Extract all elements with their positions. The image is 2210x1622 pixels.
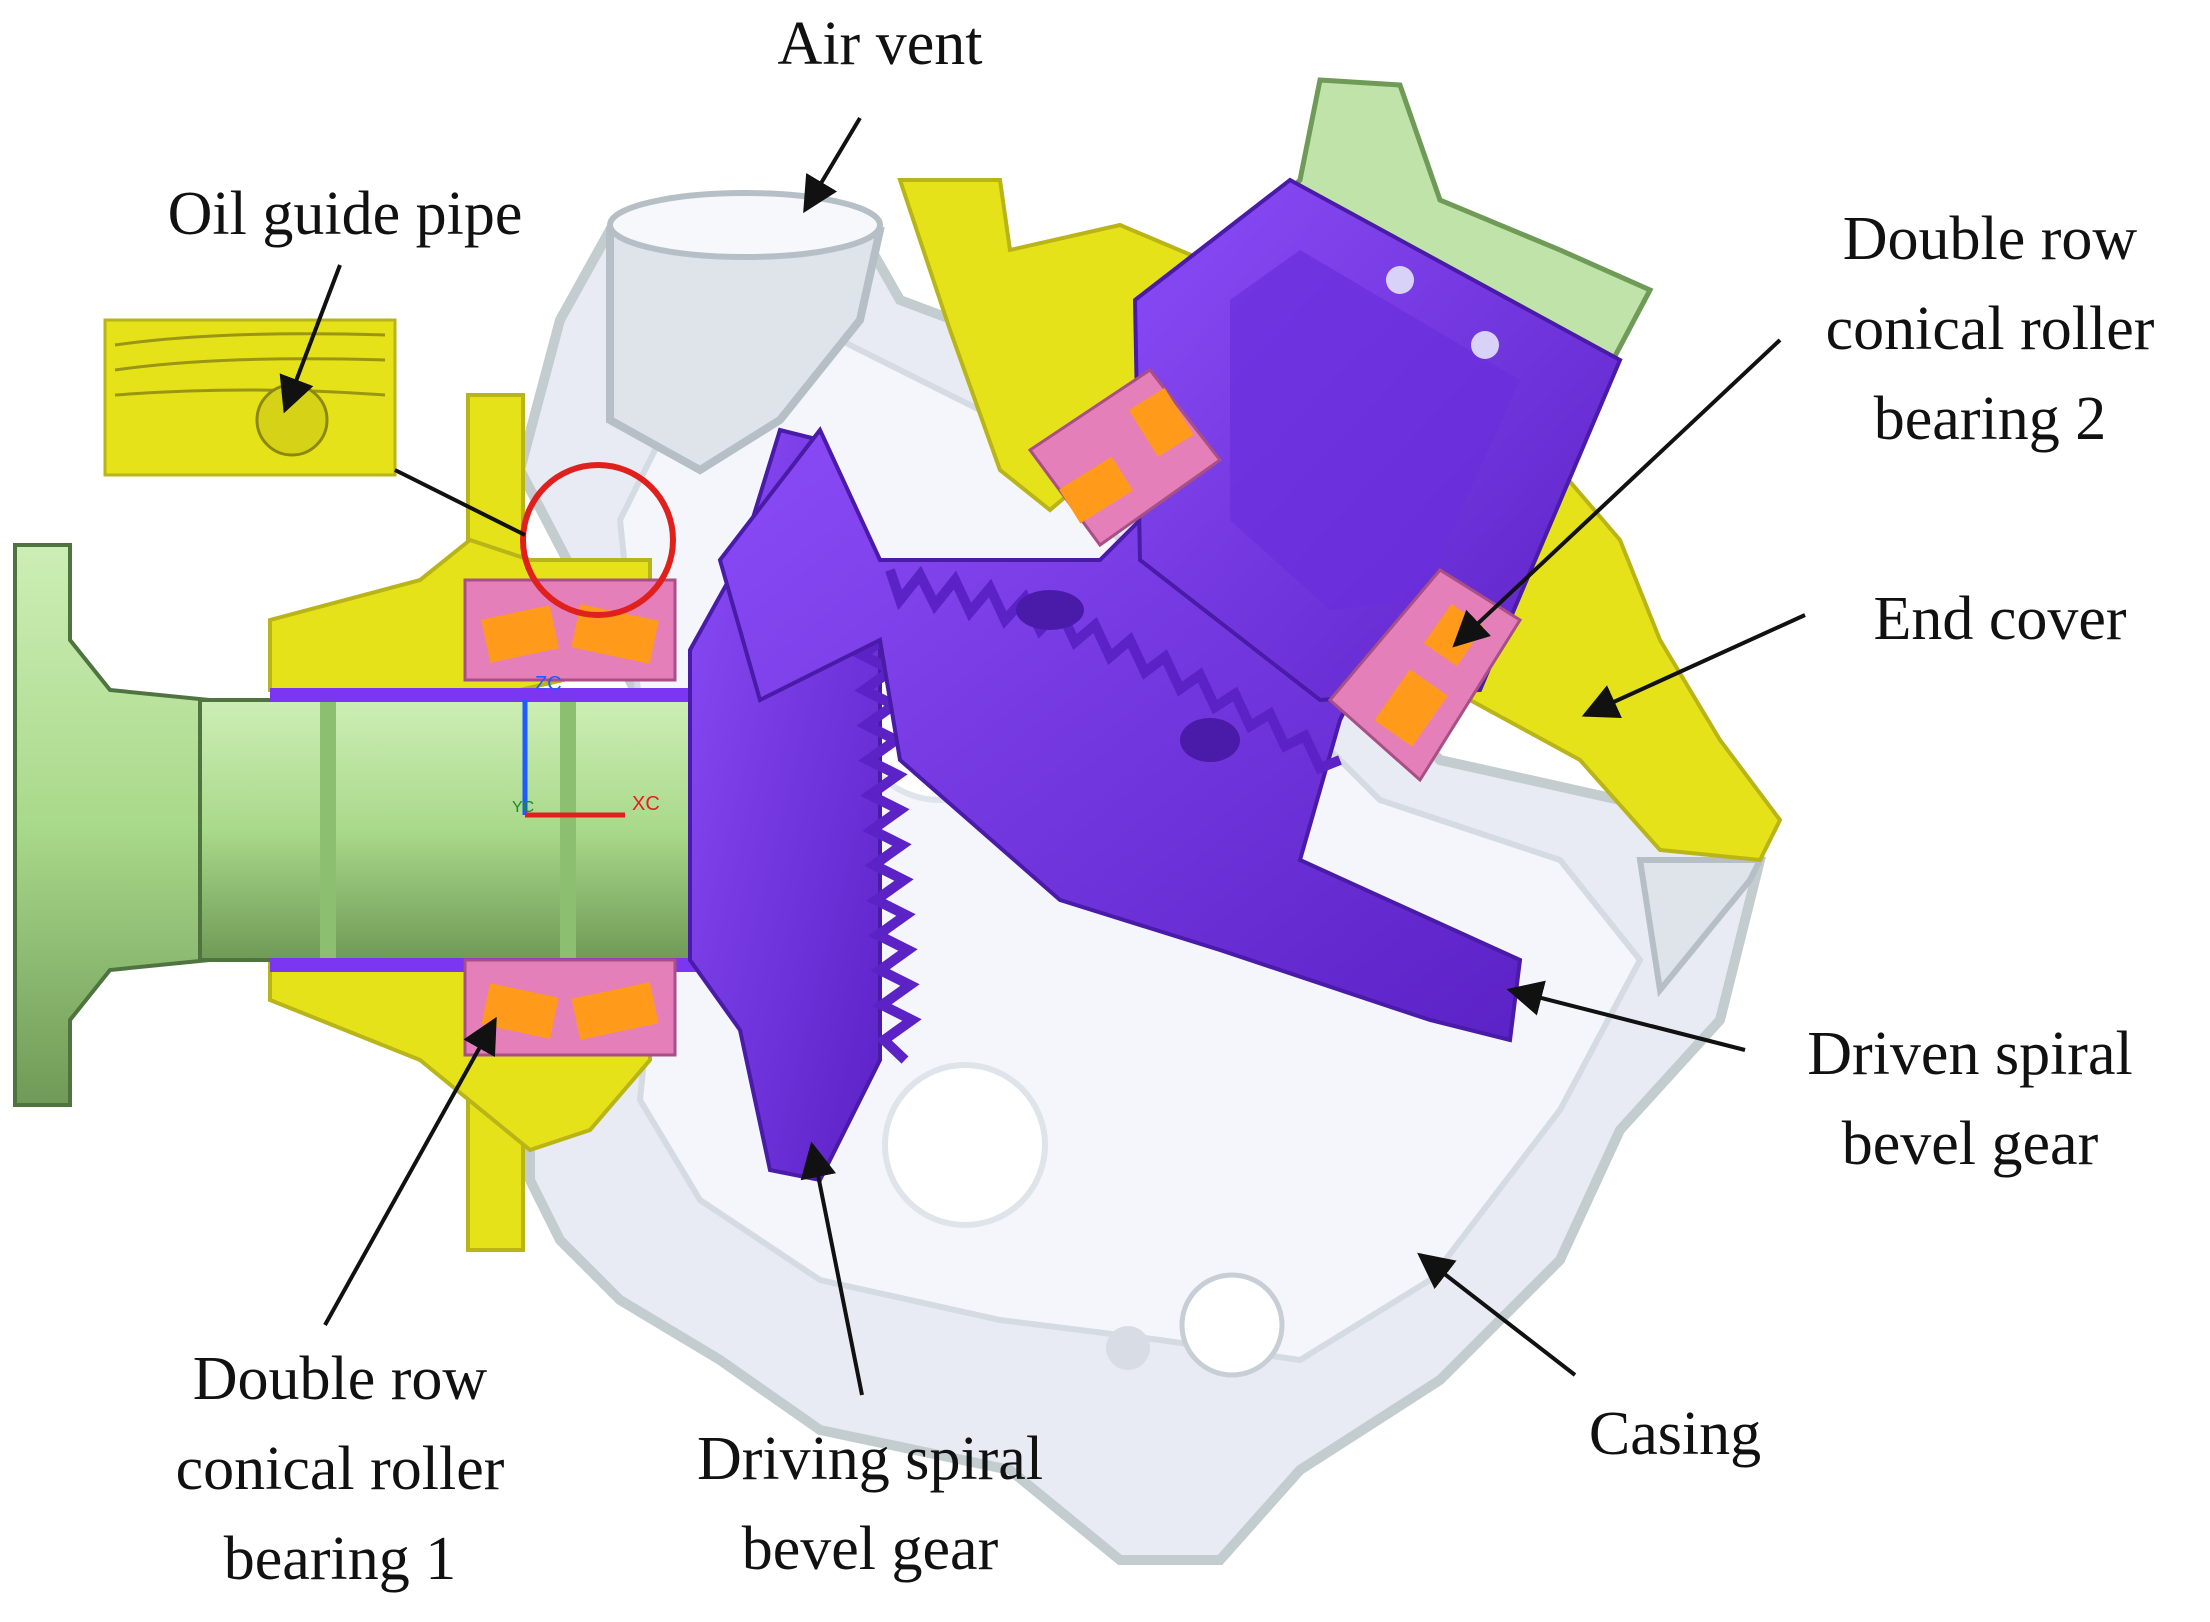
oil-guide-inset xyxy=(103,318,397,477)
casing-leader xyxy=(1417,1252,1577,1377)
bearing-2-upper-roller-b xyxy=(1128,387,1194,457)
driven-shaft-hole-1 xyxy=(1386,266,1414,294)
air-vent-leader xyxy=(803,116,862,214)
label-bearing-1-line2: conical roller xyxy=(175,1434,505,1503)
bearing-1-lower xyxy=(463,958,677,1057)
bearing-1-upper xyxy=(463,578,677,682)
label-bearing-2-line2: conical roller xyxy=(1825,294,2155,363)
yc-axis-label: YC xyxy=(512,799,534,816)
bearing-2-upper xyxy=(1027,367,1223,548)
casing-drain-hole xyxy=(1179,1272,1285,1378)
label-driving-gear-line2: bevel gear xyxy=(741,1514,999,1583)
label-casing-text: Casing xyxy=(1588,1400,1762,1468)
oil-guide-pipe-leader xyxy=(279,264,342,414)
driven-gear-shaft-bore xyxy=(1230,250,1520,610)
label-bearing-2-line1: Double row xyxy=(1842,205,2138,273)
label-driven-gear-line1: Driven spiral xyxy=(1807,1020,2133,1088)
label-driving-gear: Driving spiral bevel gear xyxy=(640,1415,1100,1595)
input-shaft-groove-2 xyxy=(560,700,576,960)
casing-hole-lower xyxy=(882,1062,1048,1228)
driven-spiral-bevel-gear xyxy=(717,177,1623,1043)
air-vent-opening xyxy=(607,190,883,260)
end-cover-leader xyxy=(1581,613,1806,718)
input-shaft-body xyxy=(198,698,702,962)
driven-gear-teeth xyxy=(885,565,1342,775)
label-end-cover: End cover xyxy=(1800,575,2200,665)
label-oil-guide-pipe: Oil guide pipe xyxy=(105,170,585,260)
label-bearing-2: Double row conical roller bearing 2 xyxy=(1770,195,2210,465)
bearing-2-leader xyxy=(1452,338,1782,648)
coordinate-triad: ZC XC YC xyxy=(512,673,660,818)
bearing-1-upper-roller-a xyxy=(481,605,559,663)
label-driving-gear-line1: Driving spiral xyxy=(696,1425,1044,1493)
bearing-2-upper-roller-a xyxy=(1059,456,1133,524)
label-casing: Casing xyxy=(1510,1390,1840,1480)
label-air-vent: Air vent xyxy=(720,0,1040,90)
input-flange xyxy=(13,543,212,1107)
label-bearing-1: Double row conical roller bearing 1 xyxy=(110,1335,570,1605)
label-driven-gear: Driven spiral bevel gear xyxy=(1740,1010,2200,1190)
driven-shaft-hole-2 xyxy=(1471,331,1499,359)
xc-axis-label: XC xyxy=(632,793,660,815)
label-air-vent-text: Air vent xyxy=(777,10,983,78)
oil-guide-highlight-circle xyxy=(520,462,676,618)
casing-boss xyxy=(1106,1326,1150,1370)
driven-gear-hole-1 xyxy=(1016,590,1084,630)
input-shaft-groove-1 xyxy=(320,700,336,960)
oil-guide-circle-leader xyxy=(394,468,526,537)
input-shaft-ring-upper xyxy=(270,688,700,702)
bearing-2-lower-roller-a xyxy=(1374,669,1448,747)
label-end-cover-text: End cover xyxy=(1873,585,2127,653)
zc-axis-label: ZC xyxy=(535,673,562,695)
bearing-1-lower-roller-b xyxy=(571,982,659,1040)
driven-gear-hole-2 xyxy=(1180,718,1240,762)
label-bearing-2-line3: bearing 2 xyxy=(1873,384,2107,453)
driven-gear-leader xyxy=(1506,980,1746,1052)
leader-lines xyxy=(279,116,1806,1396)
bearing-1-lower-roller-a xyxy=(481,983,559,1039)
casing-flange-right xyxy=(1636,857,1765,998)
label-oil-guide-pipe-text: Oil guide pipe xyxy=(167,180,523,248)
label-bearing-1-line3: bearing 1 xyxy=(223,1524,457,1593)
bearing-1-leader xyxy=(323,1016,497,1326)
driving-gear-teeth xyxy=(850,585,922,1064)
label-driven-gear-line2: bevel gear xyxy=(1841,1109,2099,1178)
input-shaft xyxy=(13,543,702,1107)
oil-guide-inset-lines xyxy=(114,332,386,397)
label-bearing-1-line1: Double row xyxy=(192,1345,488,1413)
driving-gear-leader xyxy=(800,1141,864,1396)
bearing-1-upper-roller-b xyxy=(571,604,659,664)
